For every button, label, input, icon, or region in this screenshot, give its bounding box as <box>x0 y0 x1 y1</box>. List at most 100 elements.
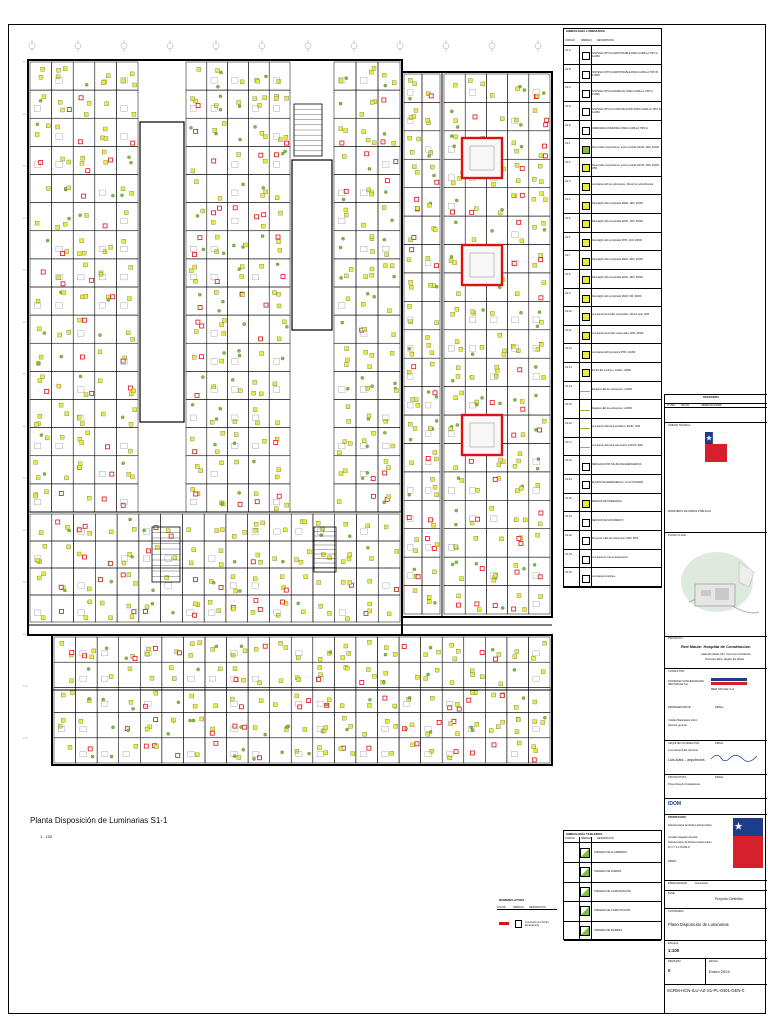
legend-row-code: LN-16 <box>565 422 572 426</box>
light-fixture <box>146 646 151 652</box>
light-fixture <box>423 652 428 657</box>
emergency-fixture <box>130 140 136 146</box>
light-fixture <box>349 267 354 272</box>
light-fixture <box>40 374 45 380</box>
light-fixture <box>469 668 475 673</box>
furniture <box>273 77 280 84</box>
light-fixture <box>340 655 345 660</box>
escala-value: 1:100 <box>668 948 680 953</box>
light-fixture <box>385 719 390 724</box>
light-fixture <box>514 517 519 522</box>
ministerio-label: MINISTERIO DE OBRAS PÚBLICAS <box>668 510 711 513</box>
room <box>312 636 335 663</box>
legend-row-description: Regleta LED de sobreponer, 1x36W <box>592 388 633 392</box>
light-fixture <box>216 608 221 613</box>
light-fixture <box>394 388 399 393</box>
light-fixture <box>342 154 347 159</box>
room <box>333 483 357 513</box>
light-fixture <box>276 467 281 472</box>
rev-header-date: FECHA <box>681 404 690 407</box>
light-fixture <box>538 163 543 169</box>
light-fixture <box>232 534 237 539</box>
legend-row-code: LN-A <box>565 49 571 52</box>
light-fixture <box>340 559 346 564</box>
downlight-fixture <box>241 182 245 187</box>
room <box>486 301 508 331</box>
room <box>355 202 379 231</box>
light-fixture <box>338 78 344 83</box>
emergency-fixture <box>425 536 430 541</box>
furniture <box>190 274 197 281</box>
light-fixture <box>194 179 199 184</box>
light-fixture <box>425 732 430 737</box>
room <box>72 427 96 456</box>
downlight-fixture <box>232 754 237 758</box>
light-fixture <box>84 213 89 218</box>
light-fixture <box>41 571 46 577</box>
furniture <box>190 499 197 506</box>
room <box>204 661 227 688</box>
light-fixture <box>219 358 224 364</box>
emergency-fixture <box>197 305 203 310</box>
furniture <box>381 751 389 757</box>
light-fixture <box>87 586 92 592</box>
room <box>443 357 466 387</box>
light-fixture <box>538 594 543 599</box>
room <box>463 712 486 739</box>
light-fixture <box>344 212 349 218</box>
legend-row-code: LN-4 <box>565 198 571 202</box>
room <box>268 343 291 372</box>
downlight-fixture <box>428 645 433 650</box>
room <box>203 567 227 596</box>
furniture <box>407 373 414 380</box>
furniture <box>490 572 498 579</box>
light-fixture <box>516 740 522 746</box>
room <box>377 540 401 569</box>
room <box>334 687 357 713</box>
emergency-fixture <box>382 470 388 476</box>
room <box>507 357 530 387</box>
light-fixture <box>479 674 485 679</box>
emergency-fixture <box>120 358 126 364</box>
room <box>377 737 400 764</box>
emergency-fixture <box>193 491 199 497</box>
room <box>356 540 379 569</box>
fase-value: Proyecto Definitivo <box>715 897 744 901</box>
downlight-fixture <box>111 193 115 198</box>
consultor-label: CONSULTOR: <box>668 670 685 673</box>
room <box>29 594 53 623</box>
tableros-row: TABLERO DE FUERZA <box>564 862 661 883</box>
room <box>268 427 291 456</box>
key-plan <box>679 542 761 630</box>
room <box>29 483 52 513</box>
legend-row-description: SISTEMA OPTICA EMPOTRABLE PARA CAMILLA T… <box>592 52 659 59</box>
light-fixture <box>252 380 257 385</box>
light-fixture <box>58 100 63 105</box>
furniture <box>79 751 87 757</box>
legend-row-description: Luminaria lineal LED empotrable, difusor… <box>592 313 650 317</box>
emergency-fixture <box>492 476 498 482</box>
light-fixture <box>455 731 460 736</box>
light-fixture <box>434 492 439 497</box>
downlight-fixture <box>345 727 349 732</box>
light-fixture <box>274 195 280 200</box>
downlight-fixture <box>341 236 345 241</box>
emergency-fixture <box>262 643 268 649</box>
room <box>183 737 206 764</box>
emergency-fixture <box>436 720 442 725</box>
light-fixture <box>386 611 392 617</box>
room <box>269 513 292 542</box>
room <box>185 61 208 91</box>
emergency-fixture <box>69 650 75 655</box>
downlight-fixture <box>121 461 125 465</box>
light-fixture <box>97 349 103 355</box>
light-fixture <box>108 245 113 250</box>
light-fixture <box>40 67 45 72</box>
room <box>464 585 487 615</box>
furniture <box>252 675 260 682</box>
room <box>333 61 357 91</box>
emergency-fixture <box>209 730 215 736</box>
furniture <box>382 582 390 589</box>
emergency-fixture <box>257 755 263 761</box>
